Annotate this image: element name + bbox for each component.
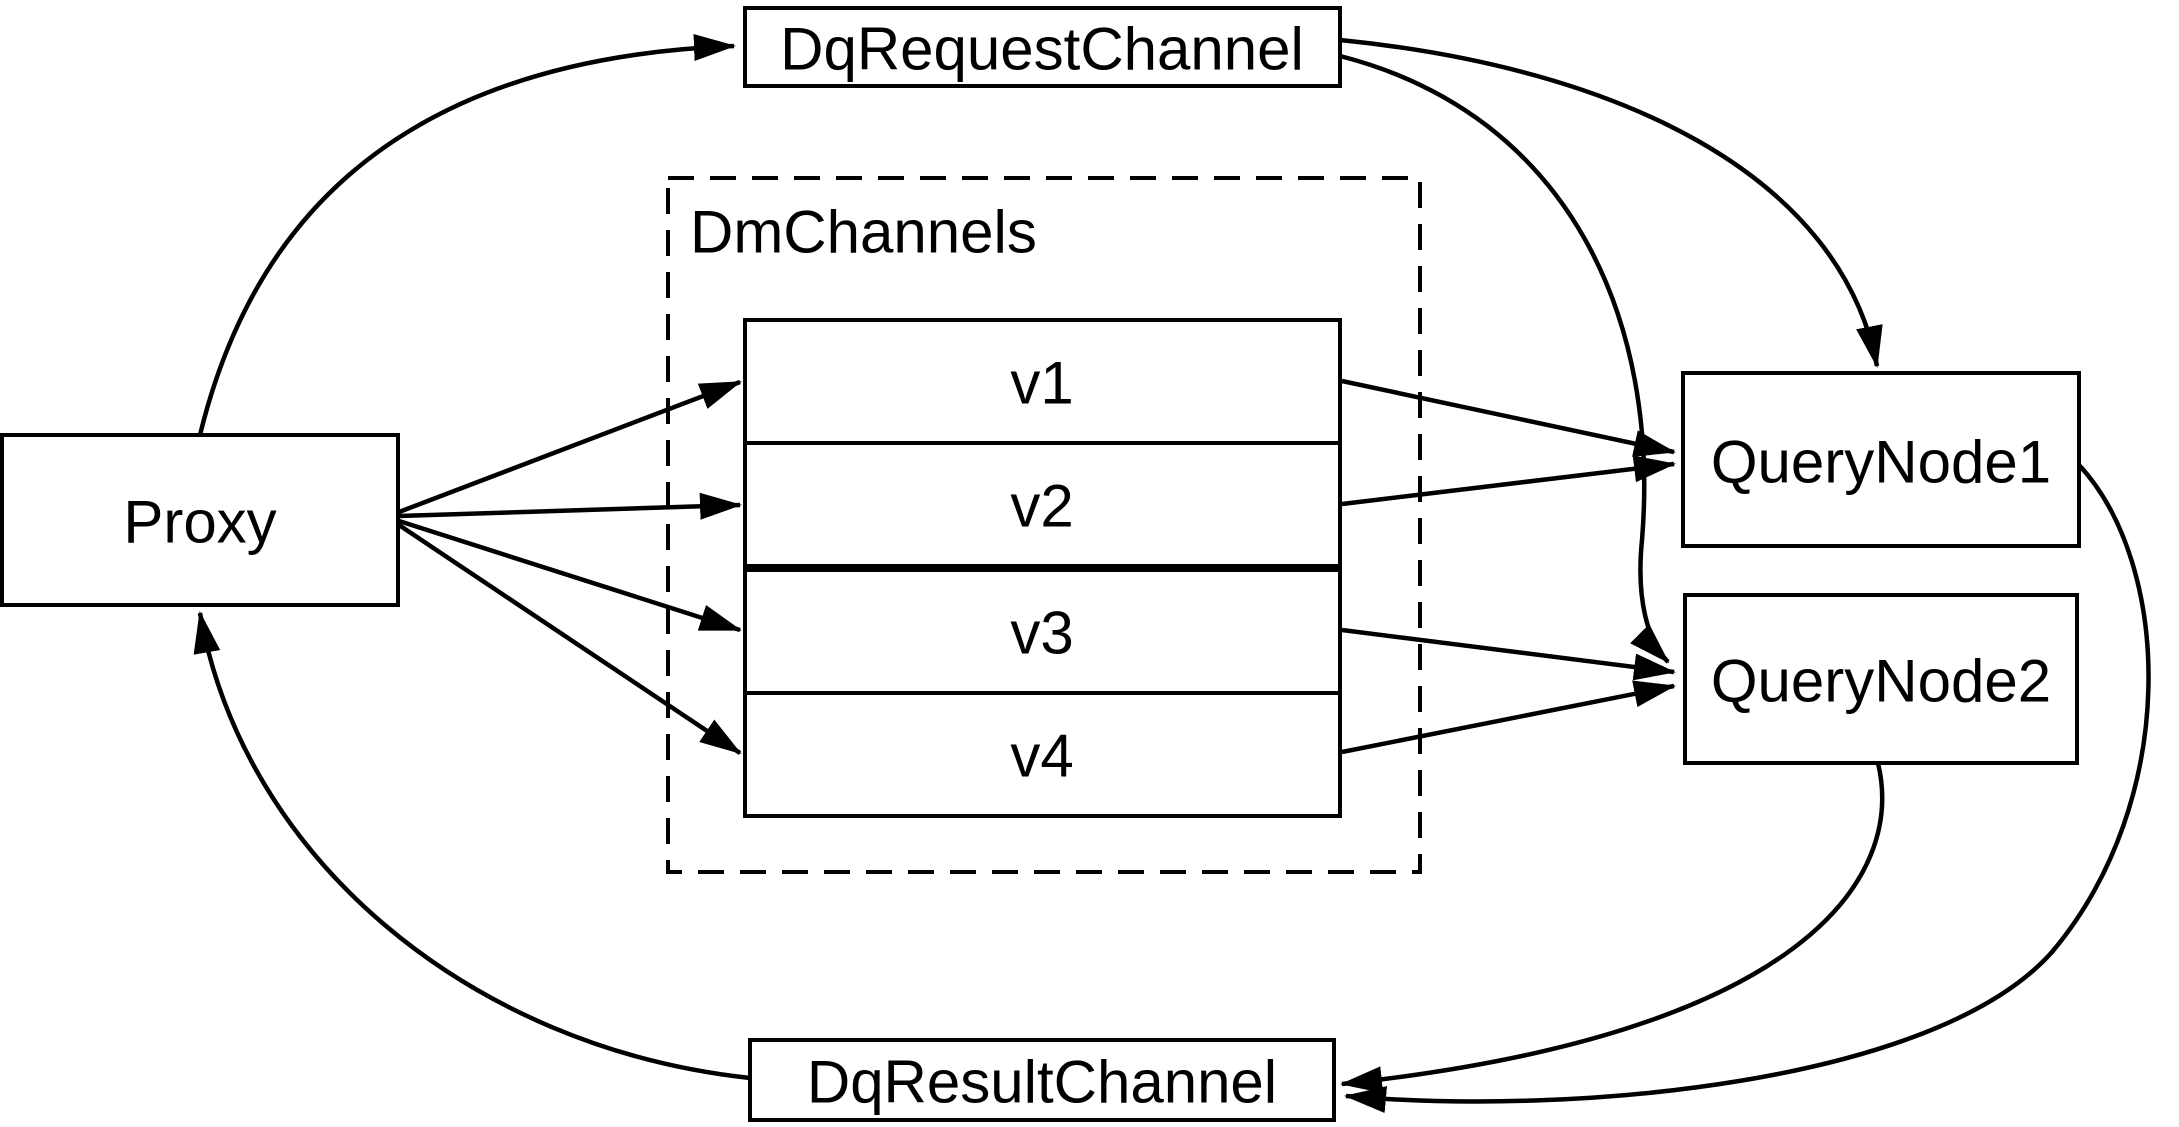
query-node-1 bbox=[1681, 371, 2081, 548]
edge-dqrequestchannel-to-querynode2 bbox=[1339, 53, 1670, 664]
dm-channels-group-box bbox=[666, 176, 1422, 874]
channel-v1-label: v1 bbox=[1010, 350, 1073, 417]
dq-request-channel-node bbox=[743, 6, 1342, 88]
edge-dqresultchannel-to-proxy bbox=[193, 611, 751, 1081]
edge-proxy-to-dqrequestchannel bbox=[197, 34, 736, 436]
edge-querynode1-to-dqresultchannel bbox=[1344, 463, 2151, 1113]
query-node-2-label: QueryNode2 bbox=[1711, 648, 2051, 715]
channel-v2-box bbox=[743, 441, 1342, 568]
channel-stack: v1 v2 v3 v4 bbox=[743, 318, 1342, 818]
edge-v4-to-querynode2 bbox=[1341, 680, 1676, 755]
edge-proxy-to-v3 bbox=[398, 518, 742, 633]
dq-request-channel-label: DqRequestChannel bbox=[780, 16, 1304, 83]
edge-querynode2-to-dqresultchannel bbox=[1340, 762, 1885, 1094]
edge-v1-to-querynode1 bbox=[1341, 378, 1676, 457]
channel-v2-label: v2 bbox=[1010, 473, 1073, 540]
channel-v3-label: v3 bbox=[1010, 600, 1073, 667]
proxy-node bbox=[0, 433, 400, 607]
channel-v4-label: v4 bbox=[1010, 723, 1073, 790]
edge-proxy-to-v4 bbox=[397, 523, 742, 755]
edges bbox=[193, 34, 2151, 1113]
query-node-1-label: QueryNode1 bbox=[1711, 429, 2051, 496]
edge-v3-to-querynode2 bbox=[1341, 627, 1676, 681]
channel-v4-box bbox=[743, 691, 1342, 818]
dm-channels-group-label: DmChannels bbox=[690, 199, 1037, 266]
edge-proxy-to-v2 bbox=[398, 492, 742, 520]
edge-proxy-to-v1 bbox=[398, 379, 742, 515]
query-node-2 bbox=[1683, 593, 2079, 765]
dq-result-channel-label: DqResultChannel bbox=[807, 1049, 1277, 1116]
channel-v1-box bbox=[743, 318, 1342, 445]
proxy-label: Proxy bbox=[123, 489, 276, 556]
dq-result-channel-node bbox=[748, 1038, 1336, 1122]
edge-dqrequestchannel-to-querynode1 bbox=[1339, 37, 1883, 368]
edge-v2-to-querynode1 bbox=[1341, 455, 1676, 507]
